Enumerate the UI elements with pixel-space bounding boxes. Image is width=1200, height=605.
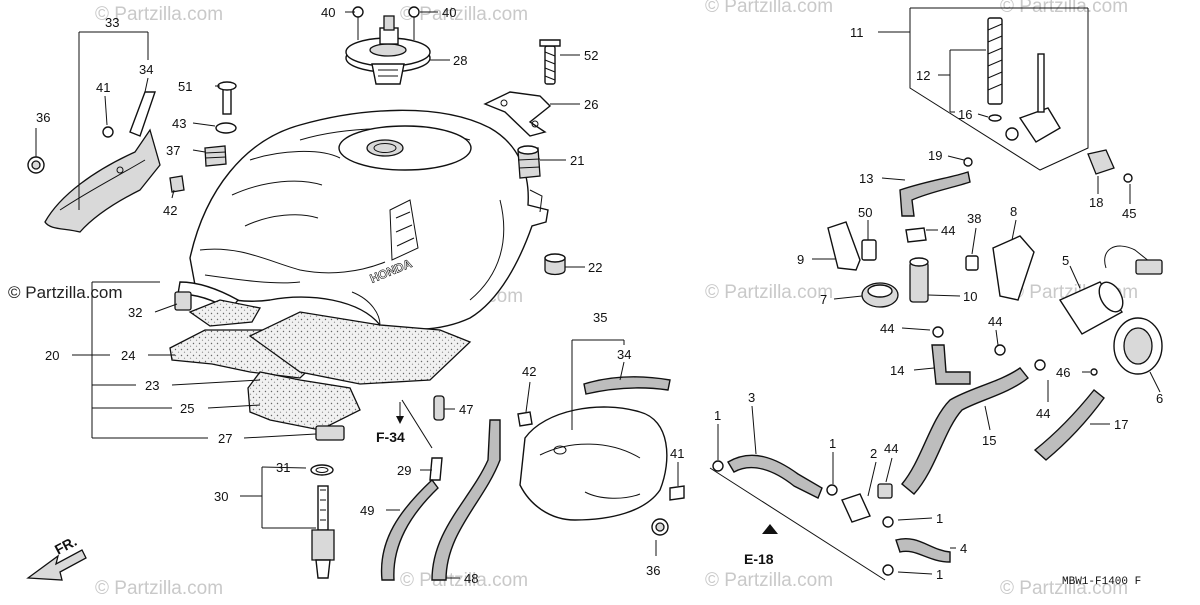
bracket-26 xyxy=(483,39,561,137)
callout-36: 36 xyxy=(36,110,50,125)
callout-24: 24 xyxy=(121,348,135,363)
leader-lines xyxy=(35,11,1161,579)
callout-22: 22 xyxy=(588,260,602,275)
callout-19: 19 xyxy=(928,148,942,163)
fuel-filter-5 xyxy=(1058,245,1163,375)
callout-42: 42 xyxy=(163,203,177,218)
hose-13 xyxy=(899,157,973,217)
callout-23: 23 xyxy=(145,378,159,393)
watermark: © Partzilla.com xyxy=(705,282,833,303)
callout-35: 35 xyxy=(593,310,607,325)
callout-38: 38 xyxy=(967,211,981,226)
watermark: © Partzilla.com xyxy=(705,0,833,17)
callout-46: 46 xyxy=(1056,365,1070,380)
callout-42: 42 xyxy=(522,364,536,379)
callout-45: 45 xyxy=(1122,206,1136,221)
watermark: © Partzilla.com xyxy=(705,570,833,591)
callout-48: 48 xyxy=(464,571,478,586)
hose-assembly xyxy=(709,454,951,581)
fuel-valve-11 xyxy=(909,7,1089,171)
callout-11: 11 xyxy=(850,25,864,40)
callout-4: 4 xyxy=(960,541,967,556)
callout-27: 27 xyxy=(218,431,232,446)
callout-1: 1 xyxy=(829,436,836,451)
filler-cap xyxy=(345,6,431,85)
cap-22 xyxy=(544,253,566,276)
callout-36: 36 xyxy=(646,563,660,578)
callout-21: 21 xyxy=(570,153,584,168)
callout-10: 10 xyxy=(963,289,977,304)
callout-18: 18 xyxy=(1089,195,1103,210)
callout-1: 1 xyxy=(936,567,943,582)
callout-49: 49 xyxy=(360,503,374,518)
callout-29: 29 xyxy=(397,463,411,478)
hoses-right xyxy=(901,326,1105,495)
callout-15: 15 xyxy=(982,433,996,448)
callout-12: 12 xyxy=(916,68,930,83)
callout-13: 13 xyxy=(859,171,873,186)
clamp-18 xyxy=(1087,149,1133,183)
callout-14: 14 xyxy=(890,363,904,378)
watermark: © Partzilla.com xyxy=(400,4,528,25)
callout-52: 52 xyxy=(584,48,598,63)
callout-47: 47 xyxy=(459,402,473,417)
callout-44: 44 xyxy=(988,314,1002,329)
callout-37: 37 xyxy=(166,143,180,158)
callout-51: 51 xyxy=(178,79,192,94)
hoses-left xyxy=(380,395,501,581)
callout-6: 6 xyxy=(1156,391,1163,406)
tank-pads xyxy=(169,291,472,441)
callout-41: 41 xyxy=(670,446,684,461)
fuel-tank: HONDA xyxy=(177,109,549,331)
callout-32: 32 xyxy=(128,305,142,320)
callout-44: 44 xyxy=(880,321,894,336)
watermark: © Partzilla.com xyxy=(1000,578,1128,599)
callout-44: 44 xyxy=(941,223,955,238)
callout-17: 17 xyxy=(1114,417,1128,432)
front-arrow: FR. xyxy=(26,533,87,581)
callout-20: 20 xyxy=(45,348,59,363)
callout-33: 33 xyxy=(105,15,119,30)
callout-43: 43 xyxy=(172,116,186,131)
callout-41: 41 xyxy=(96,80,110,95)
callout-44: 44 xyxy=(884,441,898,456)
callout-44: 44 xyxy=(1036,406,1050,421)
reference-labels: F-34 E-18 MBW1-F1400 F xyxy=(376,402,1141,588)
callout-1: 1 xyxy=(714,408,721,423)
fuel-pump-30 xyxy=(310,464,335,579)
watermark: © Partzilla.com xyxy=(95,4,223,25)
callouts: 40 40 28 52 26 21 22 33 34 41 36 51 43 3… xyxy=(36,5,1163,586)
callout-7: 7 xyxy=(820,292,827,307)
callout-30: 30 xyxy=(214,489,228,504)
callout-31: 31 xyxy=(276,460,290,475)
callout-3: 3 xyxy=(748,390,755,405)
callout-2: 2 xyxy=(870,446,877,461)
ref-e18: E-18 xyxy=(744,551,774,567)
diagram-code: MBW1-F1400 F xyxy=(1062,576,1141,588)
left-cover-33 xyxy=(27,81,237,233)
callout-8: 8 xyxy=(1010,204,1017,219)
watermark: © Partzilla.com xyxy=(95,578,223,599)
callout-34: 34 xyxy=(617,347,631,362)
bracket-9 xyxy=(827,221,899,308)
damper-21 xyxy=(517,145,541,179)
callout-16: 16 xyxy=(958,107,972,122)
callout-9: 9 xyxy=(797,252,804,267)
callout-5: 5 xyxy=(1062,253,1069,268)
callout-26: 26 xyxy=(584,97,598,112)
callout-40: 40 xyxy=(321,5,335,20)
callout-1: 1 xyxy=(936,511,943,526)
callout-40: 40 xyxy=(442,5,456,20)
rear-cover-35 xyxy=(517,376,685,536)
callout-28: 28 xyxy=(453,53,467,68)
valve-10 xyxy=(905,227,1035,303)
callout-34: 34 xyxy=(139,62,153,77)
callout-25: 25 xyxy=(180,401,194,416)
ref-f34: F-34 xyxy=(376,429,405,445)
watermark-tag: © Partzilla.com xyxy=(8,283,123,302)
callout-50: 50 xyxy=(858,205,872,220)
